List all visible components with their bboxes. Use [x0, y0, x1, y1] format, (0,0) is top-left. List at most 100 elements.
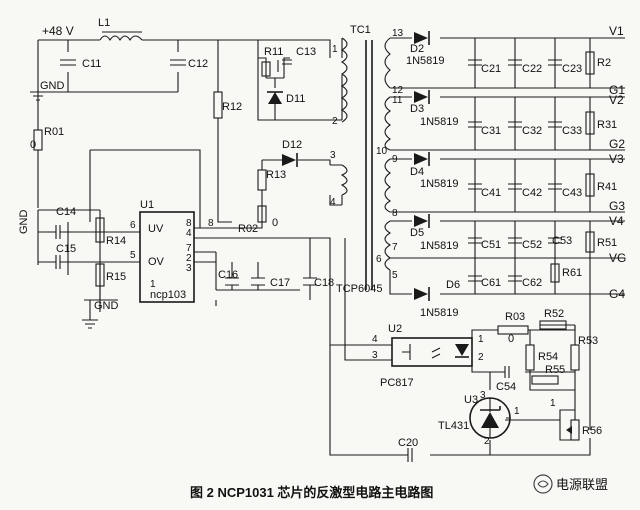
label-c21: C21: [481, 63, 501, 75]
label-pin3: 3: [186, 263, 192, 274]
label-r14: R14: [106, 235, 126, 247]
resistor-r03: [497, 325, 529, 335]
resistor-r11: [261, 61, 271, 77]
capacitor-c54: [504, 366, 510, 378]
optocoupler-u2: [391, 337, 473, 367]
diode-d5: [414, 214, 430, 228]
label-d3: D3: [410, 103, 424, 115]
label-g1: G1: [609, 83, 625, 97]
label-t12: 12: [392, 85, 404, 96]
label-c42: C42: [522, 187, 542, 199]
label-v4: V4: [609, 214, 624, 228]
capacitor-c11: [60, 59, 76, 66]
label-r11: R11: [264, 46, 283, 58]
resistor-r56: [570, 419, 580, 441]
label-t1: 1: [332, 44, 338, 55]
capacitor-c16: [225, 277, 239, 286]
label-pin-ov: OV: [148, 256, 165, 268]
label-pin1: 1: [150, 279, 156, 290]
label-v2: V2: [609, 93, 624, 107]
output-resistors: [550, 51, 595, 283]
label-r56: R56: [582, 425, 602, 437]
label-t3: 3: [330, 150, 336, 161]
label-in5819-5: 1N5819: [420, 240, 459, 252]
label-pin4: 4: [186, 228, 192, 239]
label-d11: D11: [286, 93, 305, 105]
output-capacitors: [468, 59, 562, 282]
label-r15: R15: [106, 271, 126, 283]
capacitor-c13: [282, 59, 292, 65]
label-r31: R31: [597, 119, 617, 131]
label-u2p3: 3: [372, 350, 378, 361]
capacitor-c15: [55, 255, 61, 269]
label-r51: R51: [597, 237, 617, 249]
label-c62: C62: [522, 277, 542, 289]
resistor-r12: [213, 91, 223, 119]
label-u2p4: 4: [372, 334, 378, 345]
label-r02: R02: [238, 223, 258, 235]
label-c11: C11: [82, 58, 101, 70]
label-tl431: TL431: [438, 420, 469, 432]
label-c61: C61: [481, 277, 501, 289]
wiring: [30, 37, 625, 456]
resistor-r52: [539, 320, 567, 330]
label-r54: R54: [538, 351, 558, 363]
label-c52: C52: [522, 239, 542, 251]
capacitor-c12: [170, 59, 186, 66]
label-c12: C12: [188, 58, 208, 70]
label-d2: D2: [410, 43, 424, 55]
label-gnd-top: GND: [40, 80, 65, 92]
label-pin8a: 8: [186, 218, 192, 229]
label-t13: 13: [392, 28, 404, 39]
label-t5: 5: [392, 270, 398, 281]
label-l1: L1: [98, 17, 110, 29]
diode-d4: [414, 152, 430, 166]
figure-caption: 图 2 NCP1031 芯片的反激型电路主电路图: [190, 485, 433, 500]
diode-d12: [282, 153, 298, 167]
label-r61: R61: [562, 267, 582, 279]
label-u3p3: 3: [480, 390, 486, 401]
label-c54: C54: [496, 381, 516, 393]
label-pc817: PC817: [380, 377, 414, 389]
label-u2p2: 2: [478, 352, 484, 363]
label-gnd-bottom: GND: [94, 300, 119, 312]
label-t2: 2: [332, 116, 338, 127]
capacitor-c18: [303, 277, 317, 286]
label-r13: R13: [266, 169, 286, 181]
label-t4: 4: [330, 197, 336, 208]
label-u3: U3: [464, 394, 478, 406]
label-t9: 9: [392, 154, 398, 165]
label-u3p1: 1: [514, 406, 520, 417]
label-v3: V3: [609, 152, 624, 166]
label-c33: C33: [562, 125, 582, 137]
label-c51: C51: [481, 239, 501, 251]
label-u2: U2: [388, 323, 402, 335]
label-d12: D12: [282, 139, 302, 151]
label-in5819-3: 1N5819: [420, 116, 459, 128]
label-c31: C31: [481, 125, 501, 137]
diode-d2: [414, 31, 430, 45]
label-tcp: TCP6045: [336, 283, 382, 295]
label-c17: C17: [270, 277, 290, 289]
watermark: 电源联盟: [533, 474, 608, 494]
label-t11: 11: [392, 95, 403, 106]
label-d6: D6: [446, 279, 460, 291]
capacitor-c17: [251, 277, 265, 286]
label-vin: +48 V: [42, 24, 74, 38]
label-r03: R03: [505, 311, 525, 323]
label-u2p1: 1: [478, 334, 484, 345]
label-in5819-4: 1N5819: [420, 178, 459, 190]
label-zero-r02: 0: [272, 217, 278, 229]
ic-u1-body: [139, 211, 195, 303]
inductor-l1: [99, 31, 143, 42]
label-r55: R55: [545, 364, 565, 376]
resistor-r13: [257, 169, 267, 191]
label-tc1: TC1: [350, 24, 371, 36]
label-c43: C43: [562, 187, 582, 199]
labels: +48 V GND L1 C11 C12 R01 0 R11 C13 D11 R…: [18, 17, 626, 449]
label-r52: R52: [544, 308, 564, 320]
label-r2: R2: [597, 57, 611, 69]
resistor-r15: [95, 263, 105, 287]
